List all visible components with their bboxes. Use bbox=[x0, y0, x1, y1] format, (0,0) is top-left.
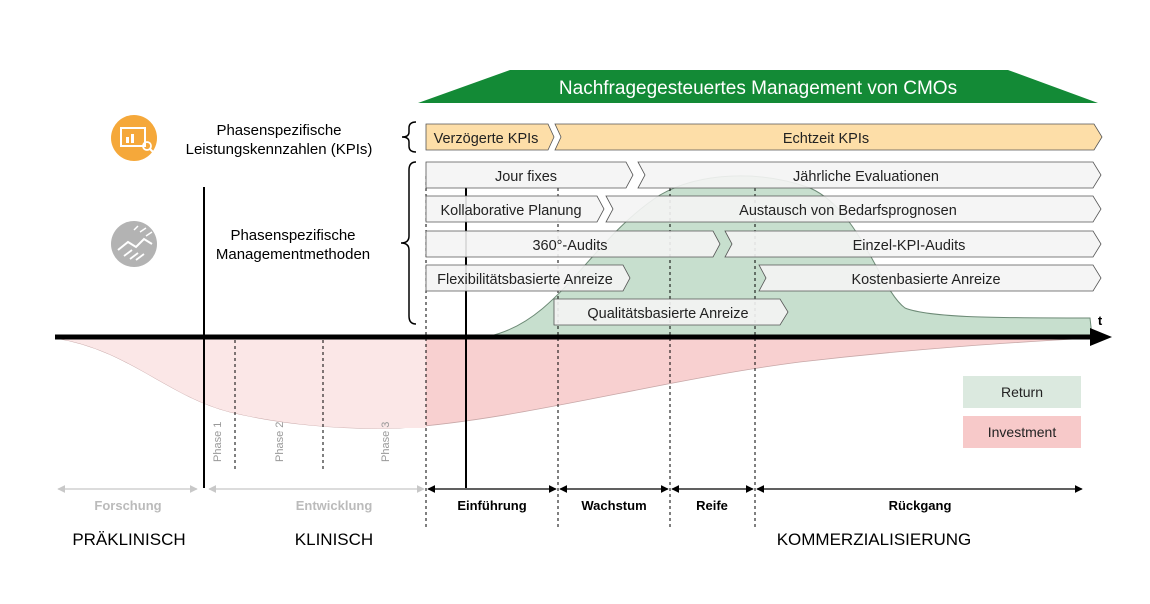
forecast-exchange-label: Austausch von Bedarfsprognosen bbox=[739, 203, 957, 219]
growth-label: Wachstum bbox=[581, 498, 646, 513]
introduction-label: Einführung bbox=[457, 498, 526, 513]
methods-brace bbox=[400, 161, 417, 325]
commercialization-label: KOMMERZIALISIERUNG bbox=[777, 530, 972, 549]
jour-fixes-bar bbox=[425, 161, 634, 189]
jour-fixes-label: Jour fixes bbox=[495, 169, 557, 185]
delayed-kpi-label: Verzögerte KPIs bbox=[434, 131, 539, 147]
clinical-label: KLINISCH bbox=[295, 530, 373, 549]
decline-label: Rückgang bbox=[889, 498, 952, 513]
audits-360-label: 360°-Audits bbox=[532, 238, 607, 254]
single-kpi-audits-label: Einzel-KPI-Audits bbox=[853, 238, 966, 254]
time-axis-arrowhead bbox=[1090, 328, 1112, 346]
legend-investment-swatch bbox=[963, 416, 1081, 448]
research-label: Forschung bbox=[94, 498, 161, 513]
legend-investment-label: Investment bbox=[988, 424, 1057, 440]
time-axis-label: t bbox=[1098, 313, 1103, 328]
handshake-icon bbox=[111, 221, 157, 267]
phase-2-label: Phase 2 bbox=[274, 422, 286, 462]
investment-area-early bbox=[55, 338, 426, 429]
annual-evaluations-bar bbox=[637, 161, 1102, 189]
kpi-label-line2: Leistungskennzahlen (KPIs) bbox=[186, 141, 373, 158]
maturity-label: Reife bbox=[696, 498, 728, 513]
banner-shape bbox=[418, 70, 1098, 103]
realtime-kpi-bar bbox=[554, 123, 1103, 151]
kpi-label-line1: Phasenspezifische bbox=[216, 122, 341, 139]
legend-return-swatch bbox=[963, 376, 1081, 408]
preclinical-label: PRÄKLINISCH bbox=[72, 530, 185, 549]
methods-label-line1: Phasenspezifische bbox=[230, 227, 355, 244]
development-label: Entwicklung bbox=[296, 498, 373, 513]
audits-360-bar bbox=[425, 230, 721, 258]
flexibility-incentives-label: Flexibilitätsbasierte Anreize bbox=[437, 272, 613, 288]
kpi-icon bbox=[111, 115, 157, 161]
cost-incentives-label: Kostenbasierte Anreize bbox=[851, 272, 1000, 288]
annual-evaluations-label: Jährliche Evaluationen bbox=[793, 169, 939, 185]
legend-return-label: Return bbox=[1001, 384, 1043, 400]
phase-3-label: Phase 3 bbox=[380, 422, 392, 462]
phase-1-label: Phase 1 bbox=[212, 422, 224, 462]
flexibility-incentives-bar bbox=[425, 264, 631, 292]
kpi-brace bbox=[401, 121, 417, 153]
realtime-kpi-label: Echtzeit KPIs bbox=[783, 131, 869, 147]
cost-incentives-bar bbox=[758, 264, 1102, 292]
methods-label-line2: Managementmethoden bbox=[216, 246, 370, 263]
collaborative-planning-label: Kollaborative Planung bbox=[440, 203, 581, 219]
quality-incentives-label: Qualitätsbasierte Anreize bbox=[587, 306, 748, 322]
forecast-exchange-bar bbox=[605, 195, 1102, 223]
banner-title: Nachfragegesteuertes Management von CMOs bbox=[559, 78, 957, 99]
quality-incentives-bar bbox=[553, 298, 789, 326]
collaborative-planning-bar bbox=[425, 195, 605, 223]
single-kpi-audits-bar bbox=[724, 230, 1102, 258]
delayed-kpi-bar bbox=[425, 123, 555, 151]
